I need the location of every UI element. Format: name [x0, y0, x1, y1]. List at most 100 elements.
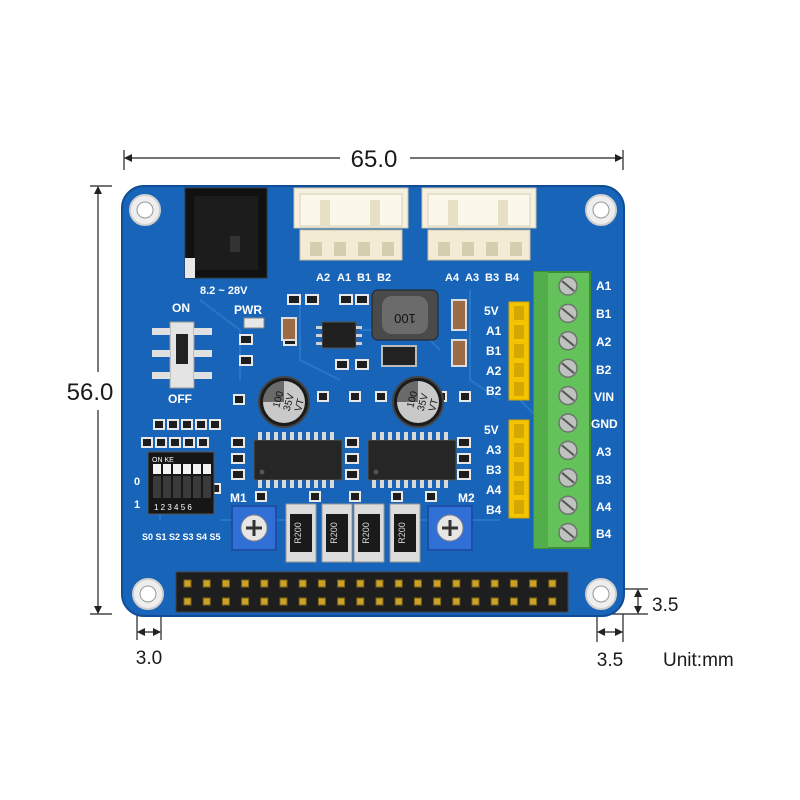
dip-bottom-label: S0 S1 S2 S3 S4 S5: [142, 532, 221, 542]
header-label: B1: [486, 344, 502, 358]
connector-2-label: A3: [465, 272, 479, 284]
connector-2-label: A4: [445, 272, 460, 284]
terminal-label: A4: [596, 500, 612, 514]
gpio-pin: [375, 579, 384, 588]
cap-text: 35V: [282, 392, 297, 412]
potentiometer-m1: [231, 505, 277, 551]
cap-text: 35V: [416, 392, 431, 412]
gpio-pin: [471, 579, 480, 588]
pin-header-bottom: [508, 419, 530, 519]
gpio-pin: [241, 579, 250, 588]
power-led: [243, 317, 265, 329]
motor-connector-2: [421, 187, 537, 261]
gpio-pin: [394, 579, 403, 588]
gpio-pin: [279, 579, 288, 588]
tantalum-caps: [281, 299, 467, 367]
pin-header-top: [508, 301, 530, 401]
connector-2-labels: A4 A3 B3 B4: [445, 272, 520, 284]
dip-header-label: ON KE: [152, 457, 174, 464]
dip-number-label: 1 2 3 4 5 6: [154, 503, 192, 512]
screw-slot: [561, 526, 575, 539]
driver-ic-1: [253, 432, 343, 488]
terminal-label: A3: [596, 445, 612, 459]
electrolytic-cap-1: 100 35V VT: [258, 376, 310, 428]
gpio-pin: [260, 579, 269, 588]
mounting-holes: [129, 194, 617, 610]
header-label: B2: [486, 384, 502, 398]
driver-ic-2: [367, 432, 457, 488]
dip-row-off-label: 1: [134, 499, 140, 511]
connector-1-labels: A2 A1 B1 B2: [316, 272, 391, 284]
connector-1-label: A1: [337, 272, 351, 284]
svg-text:R200: R200: [397, 522, 407, 544]
terminal-label: B4: [596, 527, 612, 541]
gpio-pin: [548, 597, 557, 606]
height-label: 56.0: [67, 379, 114, 406]
connector-1-label: A2: [316, 272, 330, 284]
hole-bottom-offset-label: 3.5: [652, 595, 678, 616]
gpio-pin: [452, 597, 461, 606]
screw-slot: [561, 389, 575, 402]
motor-connector-1: [293, 187, 409, 261]
terminal-label: B3: [596, 473, 612, 487]
hole-right-offset-label: 3.5: [597, 650, 623, 671]
dip-row-on-label: 0: [134, 476, 140, 488]
pin-header-top-labels: 5V A1 B1 A2 B2: [484, 304, 502, 398]
header-label: A4: [486, 483, 502, 497]
motor1-label: M1: [230, 491, 247, 505]
terminal-label: B1: [596, 307, 612, 321]
hole-left-offset-label: 3.0: [136, 648, 162, 669]
switch-off-label: OFF: [168, 392, 192, 406]
gpio-pin: [337, 597, 346, 606]
terminal-label: B2: [596, 363, 612, 377]
dip-switch: [147, 451, 215, 515]
pin-header-bottom-labels: 5V A3 B3 A4 B4: [484, 423, 502, 517]
power-switch: [152, 321, 212, 389]
cap-text: VT: [293, 398, 307, 413]
terminal-label: GND: [591, 417, 618, 431]
width-dimension: 65.0: [123, 146, 624, 173]
gpio-pin: [317, 597, 326, 606]
gpio-pin: [260, 597, 269, 606]
sense-resistor: R200: [285, 503, 317, 563]
terminal-label: A1: [596, 279, 612, 293]
header-label: A1: [486, 324, 502, 338]
regulator-ic: [316, 321, 362, 349]
svg-text:R200: R200: [329, 522, 339, 544]
svg-text:R200: R200: [293, 522, 303, 544]
gpio-pin: [413, 579, 422, 588]
gpio-pin: [413, 597, 422, 606]
cap-text: 100: [405, 390, 420, 409]
power-led-label: PWR: [234, 303, 262, 317]
gpio-pin: [356, 579, 365, 588]
gpio-pin: [509, 579, 518, 588]
header-label: B3: [486, 463, 502, 477]
gpio-pin: [529, 597, 538, 606]
screw-slot: [561, 499, 575, 511]
gpio-pin: [433, 597, 442, 606]
screw-slot: [561, 417, 575, 429]
gpio-pin: [548, 579, 557, 588]
mounting-hole-bottom-right: [585, 578, 617, 610]
gpio-pin: [183, 579, 192, 588]
header-label: A3: [486, 443, 502, 457]
gpio-pin: [490, 579, 499, 588]
connector-1-label: B1: [357, 272, 371, 284]
gpio-pin: [298, 597, 307, 606]
gpio-pin: [221, 597, 230, 606]
gpio-header: [175, 571, 569, 613]
screw-slot: [561, 280, 575, 292]
sense-resistors: R200 R200 R200 R200: [285, 503, 421, 563]
motor2-label: M2: [458, 491, 475, 505]
terminal-label: VIN: [594, 390, 614, 404]
electrolytic-cap-2: 100 35V VT: [392, 376, 444, 428]
gpio-pin: [394, 597, 403, 606]
dc-power-jack: [184, 187, 268, 279]
gpio-pin: [471, 597, 480, 606]
sense-resistor: R200: [353, 503, 385, 563]
gpio-pin: [490, 597, 499, 606]
screw-slot: [561, 362, 575, 374]
screw-slot: [561, 444, 575, 457]
header-label: B4: [486, 503, 502, 517]
gpio-pin: [509, 597, 518, 606]
